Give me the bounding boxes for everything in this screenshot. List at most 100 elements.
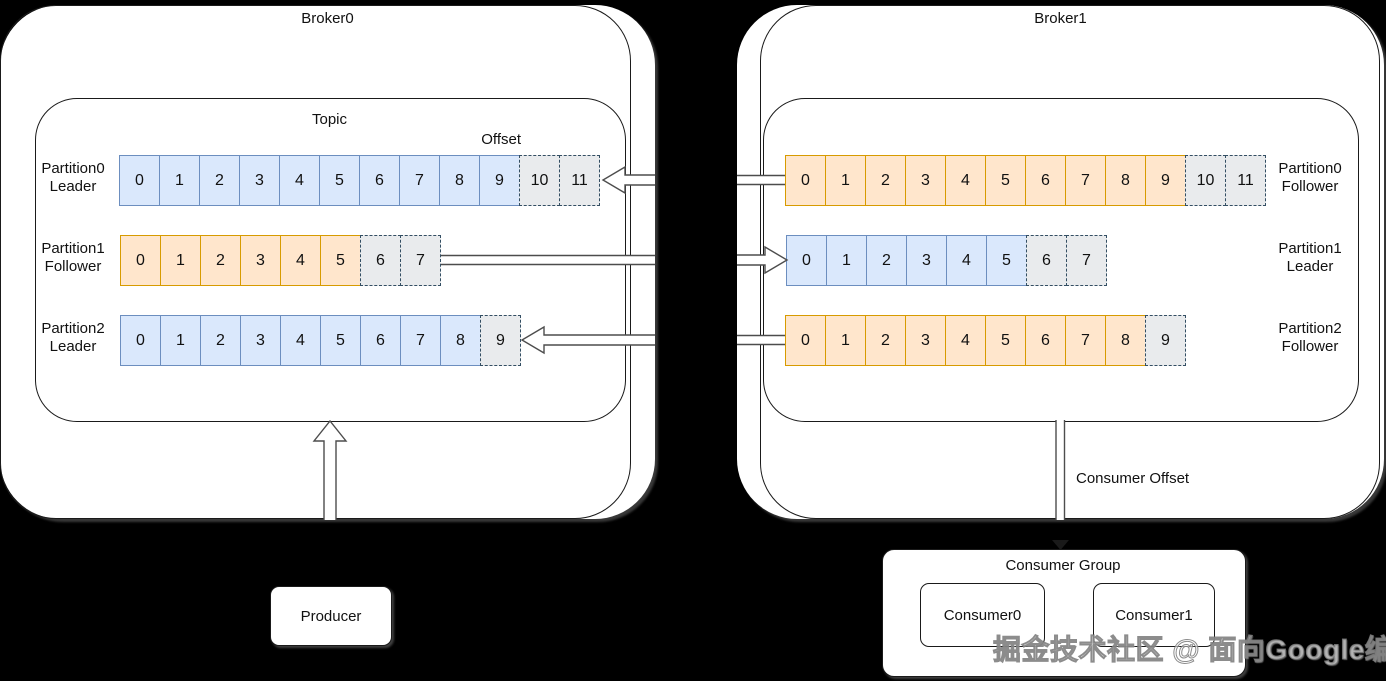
consumer-offset-label: Consumer Offset: [1076, 470, 1190, 487]
offset-cell: 3: [239, 155, 280, 206]
replication-arrow-partition1-tail: [441, 254, 655, 266]
offset-cell: 5: [319, 155, 360, 206]
offset-cell: 2: [866, 235, 907, 286]
offset-cell: 6: [359, 155, 400, 206]
replication-arrow-partition0-tail: [737, 174, 785, 186]
offset-cell: 3: [905, 315, 946, 366]
offset-cell: 2: [865, 155, 906, 206]
broker1-title: Broker1: [1034, 10, 1087, 27]
offset-cell: 11: [1225, 155, 1266, 206]
offset-cell: 6: [1025, 315, 1066, 366]
offset-cell: 0: [785, 315, 826, 366]
offset-cell: 0: [120, 315, 161, 366]
offset-cell: 7: [399, 155, 440, 206]
consumer0-box: Consumer0: [920, 583, 1045, 647]
topic-title: Topic: [311, 111, 348, 128]
broker0-title: Broker0: [301, 10, 354, 27]
broker1-partition1-label: Partition1 Leader: [1264, 240, 1356, 276]
offset-cell: 10: [1185, 155, 1226, 206]
partition-role: Follower: [1281, 338, 1339, 355]
replication-arrow-partition1-head: [737, 245, 789, 275]
partition-name: Partition0: [41, 160, 105, 177]
consumer1-label: Consumer1: [1115, 606, 1193, 624]
offset-cell: 1: [160, 315, 201, 366]
offset-cell: 9: [479, 155, 520, 206]
offset-cell: 3: [240, 235, 281, 286]
offset-cell: 7: [400, 235, 441, 286]
broker0-partition0-label: Partition0 Leader: [27, 160, 119, 196]
offset-cell: 5: [320, 315, 361, 366]
offset-label: Offset: [481, 131, 521, 148]
consumer1-box: Consumer1: [1093, 583, 1215, 647]
offset-cell: 3: [906, 235, 947, 286]
partition-role: Leader: [49, 338, 97, 355]
replication-arrow-partition2-head: [520, 325, 655, 355]
offset-cell: 8: [1105, 315, 1146, 366]
offset-cell: 2: [199, 155, 240, 206]
offset-cell: 9: [1145, 315, 1186, 366]
consumer-offset-arrowhead: [1052, 540, 1069, 550]
offset-cell: 0: [786, 235, 827, 286]
offset-cell: 1: [825, 315, 866, 366]
offset-cell: 8: [1105, 155, 1146, 206]
replication-arrow-partition2-tail: [737, 334, 785, 346]
consumer-group-title: Consumer Group: [1005, 557, 1121, 574]
offset-cell: 4: [945, 315, 986, 366]
offset-cell: 5: [986, 235, 1027, 286]
consumer0-label: Consumer0: [943, 606, 1022, 624]
offset-cell: 7: [1065, 155, 1106, 206]
offset-cell: 5: [320, 235, 361, 286]
broker1-partition0-label: Partition0 Follower: [1264, 160, 1356, 196]
offset-cell: 3: [905, 155, 946, 206]
offset-cell: 1: [160, 235, 201, 286]
offset-cell: 10: [519, 155, 560, 206]
offset-cell: 4: [946, 235, 987, 286]
offset-cell: 2: [200, 315, 241, 366]
partition-name: Partition2: [41, 320, 105, 337]
consumer-offset-line: [1055, 420, 1066, 520]
watermark-text: 掘金技术社区 @ 面向Google编程: [993, 634, 1386, 666]
offset-cell: 1: [159, 155, 200, 206]
replication-arrow-partition0-head: [601, 165, 655, 195]
offset-cell: 9: [1145, 155, 1186, 206]
broker1-partition2-label: Partition2 Follower: [1264, 320, 1356, 356]
partition-role: Follower: [1281, 178, 1339, 195]
offset-cell: 6: [1025, 155, 1066, 206]
offset-cell: 9: [480, 315, 521, 366]
offset-cell: 8: [440, 315, 481, 366]
partition-name: Partition1: [41, 240, 105, 257]
offset-cell: 1: [825, 155, 866, 206]
offset-cell: 5: [985, 155, 1026, 206]
offset-cell: 8: [439, 155, 480, 206]
partition-role: Leader: [49, 178, 97, 195]
broker0-partition2-label: Partition2 Leader: [27, 320, 119, 356]
offset-cell: 6: [360, 235, 401, 286]
producer-arrow: [312, 419, 348, 520]
offset-cell: 5: [985, 315, 1026, 366]
offset-cell: 6: [1026, 235, 1067, 286]
partition-name: Partition0: [1278, 160, 1342, 177]
partition-role: Leader: [1286, 258, 1334, 275]
offset-cell: 4: [279, 155, 320, 206]
offset-cell: 2: [200, 235, 241, 286]
offset-cell: 3: [240, 315, 281, 366]
offset-cell: 6: [360, 315, 401, 366]
offset-cell: 4: [945, 155, 986, 206]
offset-cell: 0: [785, 155, 826, 206]
offset-cell: 4: [280, 235, 321, 286]
producer-box: Producer: [270, 586, 392, 646]
offset-cell: 0: [119, 155, 160, 206]
partition-name: Partition2: [1278, 320, 1342, 337]
offset-cell: 7: [1066, 235, 1107, 286]
partition-role: Follower: [44, 258, 102, 275]
offset-cell: 0: [120, 235, 161, 286]
offset-cell: 7: [400, 315, 441, 366]
offset-cell: 11: [559, 155, 600, 206]
